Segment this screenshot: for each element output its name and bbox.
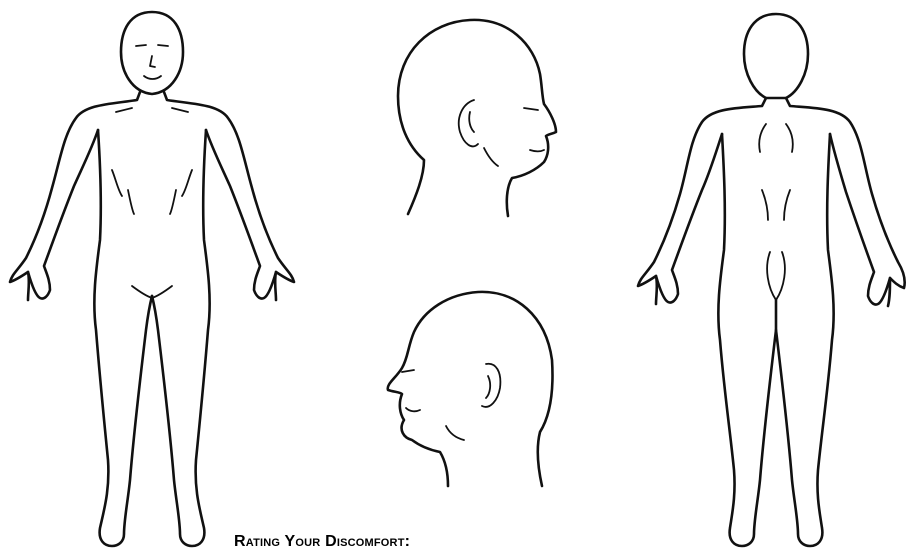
rating-discomfort-heading: Rating Your Discomfort:	[234, 532, 410, 552]
back-torso-and-arms	[638, 98, 905, 546]
back-head	[744, 14, 808, 98]
